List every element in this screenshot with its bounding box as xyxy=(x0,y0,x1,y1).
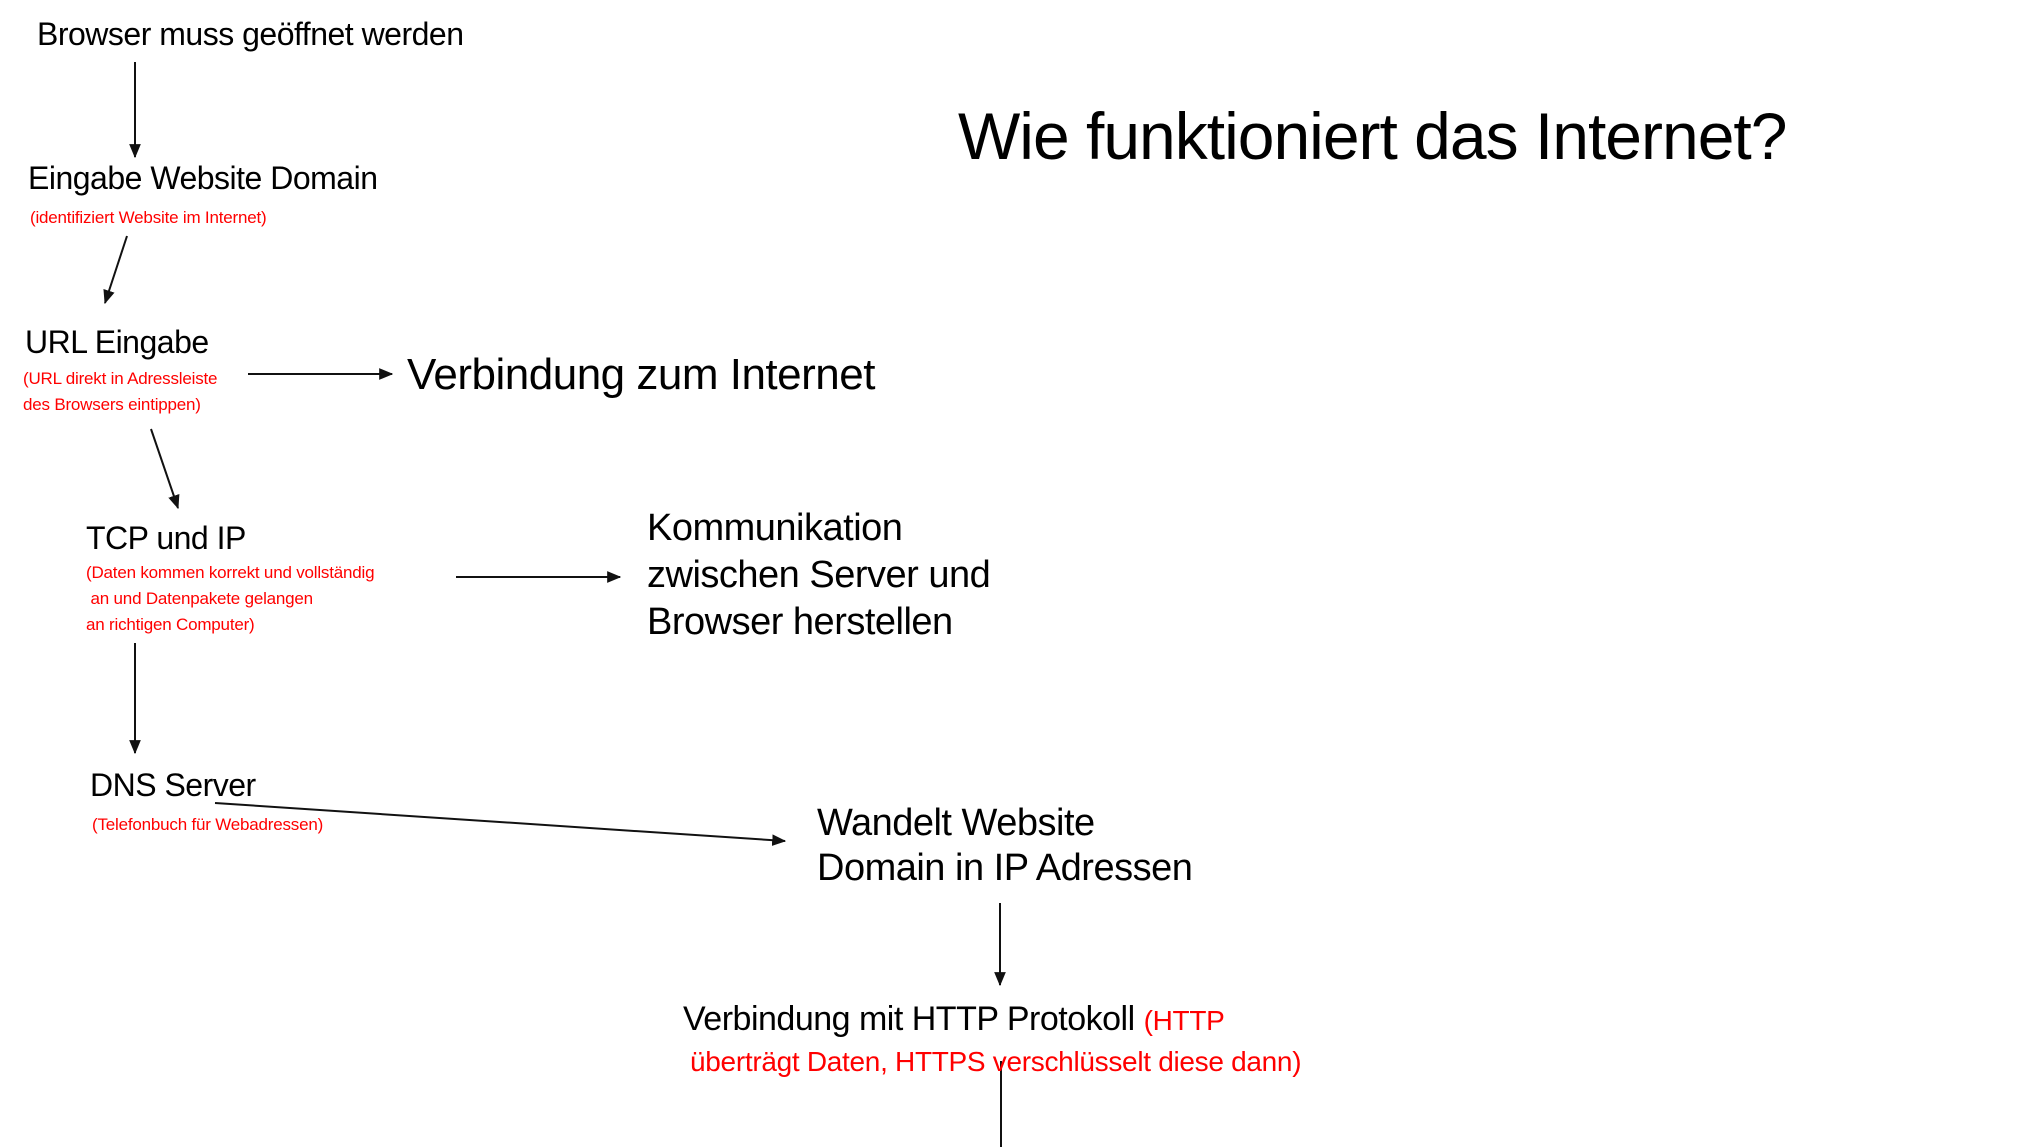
step-website-domain-note: (identifiziert Website im Internet) xyxy=(30,208,267,227)
step-dns-label: DNS Server xyxy=(90,767,256,803)
step-http-label: Verbindung mit HTTP Protokoll xyxy=(683,1000,1144,1038)
arrow-dns-to-wandelt xyxy=(214,802,787,846)
page-title: Wie funktioniert das Internet? xyxy=(958,99,1787,173)
arrow-url-to-tcp xyxy=(150,428,180,510)
step-tcp-label: TCP und IP xyxy=(86,520,246,556)
step-http-note-line2: überträgt Daten, HTTPS verschlüsselt die… xyxy=(690,1046,1302,1077)
node-wandelt-line2: Domain in IP Adressen xyxy=(817,847,1193,889)
step-tcp-note-line3: an richtigen Computer) xyxy=(86,615,255,634)
step-browser-label: Browser muss geöffnet werden xyxy=(37,16,464,52)
step-url-note: (URL direkt in Adressleiste des Browsers… xyxy=(23,366,217,418)
step-url-label: URL Eingabe xyxy=(25,324,209,360)
step-tcp-note-line1: (Daten kommen korrekt und vollständig xyxy=(86,563,375,582)
node-kommunikation-line1: Kommunikation xyxy=(647,507,903,549)
step-http: Verbindung mit HTTP Protokoll (HTTP xyxy=(683,1000,1225,1039)
node-wandelt: Wandelt Website Domain in IP Adressen xyxy=(817,801,1193,891)
node-kommunikation: Kommunikation zwischen Server und Browse… xyxy=(647,505,991,646)
step-url-note-line1: (URL direkt in Adressleiste xyxy=(23,369,218,388)
node-kommunikation-line3: Browser herstellen xyxy=(647,601,953,643)
step-tcp-note-line2: an und Datenpakete gelangen xyxy=(86,589,314,608)
step-website-domain-label: Eingabe Website Domain xyxy=(28,160,378,196)
step-tcp-note: (Daten kommen korrekt und vollständig an… xyxy=(86,560,375,638)
node-wandelt-line1: Wandelt Website xyxy=(817,802,1095,844)
step-dns-note: (Telefonbuch für Webadressen) xyxy=(92,815,324,834)
node-kommunikation-line2: zwischen Server und xyxy=(647,554,991,596)
step-http-note-inline: (HTTP xyxy=(1143,1005,1225,1036)
step-url-note-line2: des Browsers eintippen) xyxy=(23,395,201,414)
arrow-domain-to-url xyxy=(103,235,128,305)
node-verbindung-internet: Verbindung zum Internet xyxy=(407,350,875,399)
